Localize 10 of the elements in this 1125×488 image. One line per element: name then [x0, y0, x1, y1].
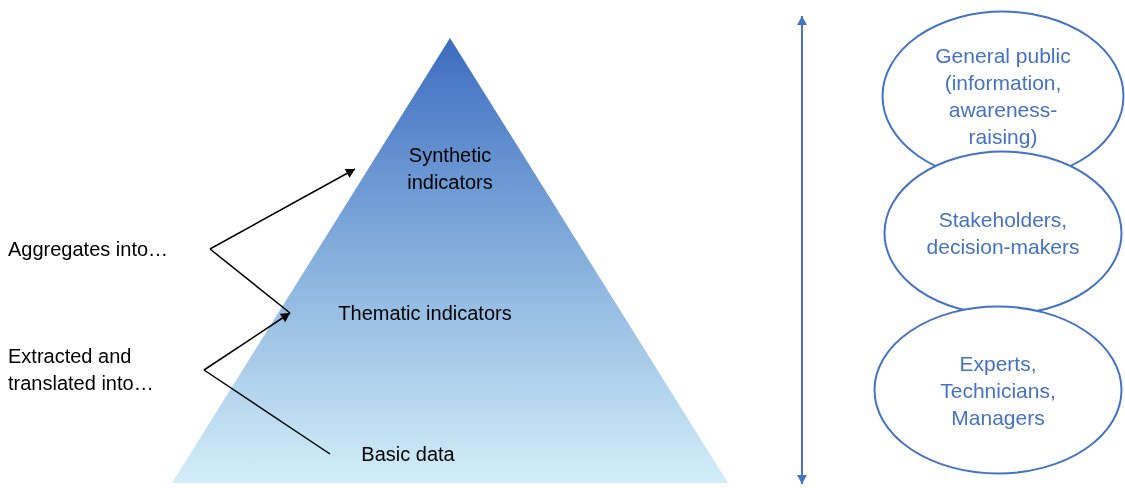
arrow — [203, 312, 291, 371]
node-text: Aggregates into… — [8, 236, 170, 262]
node-text: Experts, Technicians, Managers — [939, 350, 1057, 431]
node-text: Basic data — [361, 441, 455, 467]
node-text: Thematic indicators — [338, 300, 512, 326]
node-text: Synthetic indicators — [406, 143, 494, 195]
node-text: General public (information, awareness-raising) — [934, 43, 1072, 150]
node-text: Stakeholders, decision-makers — [925, 207, 1081, 260]
arrow — [209, 168, 356, 250]
node-text: Extracted and translated into… — [8, 344, 155, 396]
